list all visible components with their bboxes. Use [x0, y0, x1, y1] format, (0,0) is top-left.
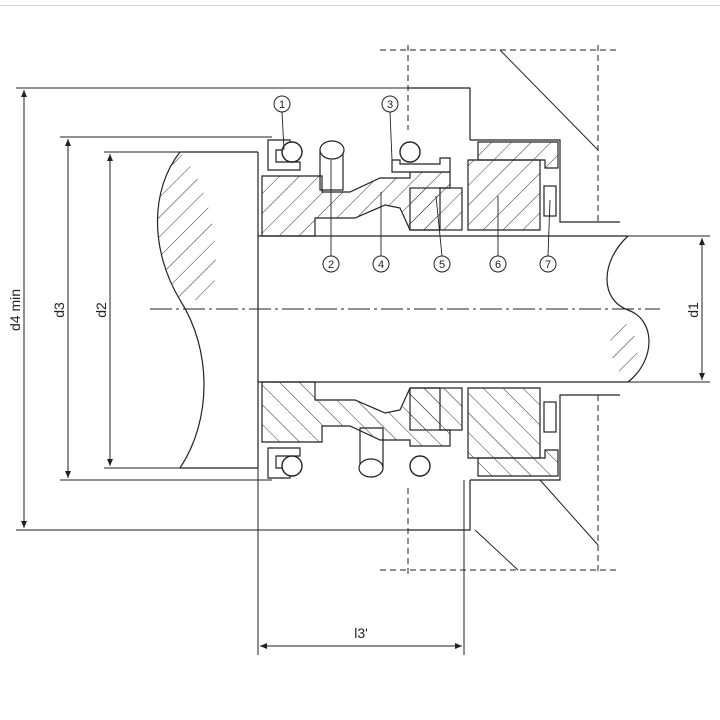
gland-upper	[477, 141, 559, 169]
shaft	[257, 152, 650, 468]
left-break-hatch	[157, 152, 216, 300]
part-2-spring-cap	[319, 140, 345, 160]
callout-3-label: 3	[387, 99, 393, 111]
part-7-oring-lower	[543, 401, 557, 433]
callout-2: 2	[322, 255, 340, 273]
part-1-oring-lower	[281, 455, 303, 477]
dim-d1-label: d1	[685, 302, 701, 318]
callout-1-label: 1	[279, 99, 285, 111]
part-3-oring-upper	[399, 141, 421, 163]
dim-d4-label: d4 min	[7, 289, 23, 331]
part-2-spring-cap-lower	[358, 458, 384, 478]
callout-7-label: 7	[545, 259, 551, 271]
callout-leaders	[281, 111, 551, 257]
callout-3: 3	[381, 95, 399, 113]
dim-d3-label: d3	[51, 302, 67, 318]
dim-l3-label: l3'	[354, 625, 368, 641]
callout-2-label: 2	[328, 259, 334, 271]
part-5-seal-face-upper	[409, 187, 463, 231]
gland-lower	[477, 449, 559, 477]
part-1-oring-upper	[281, 141, 303, 163]
dim-d2-label: d2	[93, 302, 109, 318]
part-6-seat-upper	[467, 159, 541, 231]
part-3-cup-upper	[391, 157, 451, 173]
housing-chamfer	[474, 49, 599, 571]
callout-7: 7	[539, 255, 557, 273]
part-6-seat-lower	[467, 387, 541, 459]
housing-dashed	[380, 45, 620, 575]
callout-6-label: 6	[495, 259, 501, 271]
top-border-line	[0, 5, 720, 6]
callout-4-label: 4	[378, 259, 384, 271]
seal-lower-half	[261, 381, 559, 479]
callout-5-label: 5	[439, 259, 445, 271]
shaft-break-hatch	[609, 318, 638, 382]
callout-1: 1	[273, 95, 291, 113]
part-3-oring-lower	[409, 455, 431, 477]
dimension-lines	[16, 87, 710, 655]
part-5-seal-face-lower	[409, 387, 463, 431]
callout-4: 4	[372, 255, 390, 273]
callout-6: 6	[489, 255, 507, 273]
callout-5: 5	[433, 255, 451, 273]
